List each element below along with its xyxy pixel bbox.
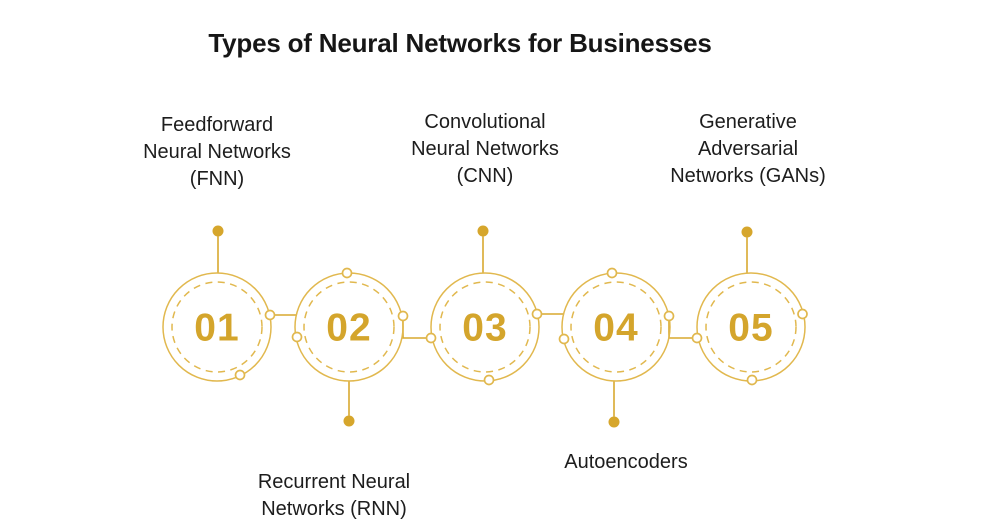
step-02-group: 02	[291, 267, 409, 427]
connector-02-03-line	[402, 320, 427, 339]
step-02-number: 02	[326, 307, 371, 350]
step-05-group: 05	[691, 226, 808, 386]
step-04-node-right	[663, 310, 675, 322]
step-05-node-left	[691, 332, 703, 344]
step-02-node-right	[397, 310, 409, 322]
step-05-node-right	[797, 308, 808, 320]
step-03-node-right	[531, 308, 543, 320]
step-01-node-right	[264, 309, 276, 321]
step-01-node-bottom	[234, 369, 246, 381]
step-01-outer-ring	[162, 272, 272, 382]
step-04-node-left	[558, 333, 570, 345]
label-autoencoders: Autoencoders	[564, 451, 688, 473]
step-04-node-top	[606, 267, 618, 279]
step-01-dashed-ring	[171, 281, 263, 373]
step-03-stem-dot	[477, 225, 489, 237]
label-feedforward-fnn: Feedforward Neural Networks (FNN)	[143, 114, 291, 190]
step-02-dashed-ring	[303, 281, 395, 373]
step-04-number: 04	[593, 307, 638, 350]
step-01-group: 01	[162, 225, 276, 382]
step-05-number: 05	[728, 307, 773, 350]
step-05-stem-dot	[741, 226, 753, 238]
step-04-dashed-ring	[570, 281, 662, 373]
step-05-dashed-ring	[705, 281, 797, 373]
step-03-group: 03	[425, 225, 543, 386]
step-04-group: 04	[558, 267, 675, 428]
step-04-stem-dot	[608, 416, 620, 428]
step-02-node-top	[341, 267, 353, 279]
page-title: Types of Neural Networks for Businesses	[208, 28, 712, 58]
step-03-dashed-ring	[439, 281, 531, 373]
connector-04-05-line	[668, 320, 693, 339]
step-03-node-left	[425, 332, 437, 344]
step-02-node-left	[291, 331, 303, 343]
step-01-number: 01	[194, 307, 239, 350]
label-generative-gans: Generative Adversarial Networks (GANs)	[670, 111, 826, 187]
label-recurrent-rnn: Recurrent Neural Networks (RNN)	[257, 471, 411, 520]
step-02-stem-dot	[343, 415, 355, 427]
step-05-node-bottom	[746, 374, 758, 386]
step-03-number: 03	[462, 307, 507, 350]
step-01-stem-dot	[212, 225, 224, 237]
label-convolutional-cnn: Convolutional Neural Networks (CNN)	[411, 111, 559, 187]
step-03-node-bottom	[483, 374, 495, 386]
